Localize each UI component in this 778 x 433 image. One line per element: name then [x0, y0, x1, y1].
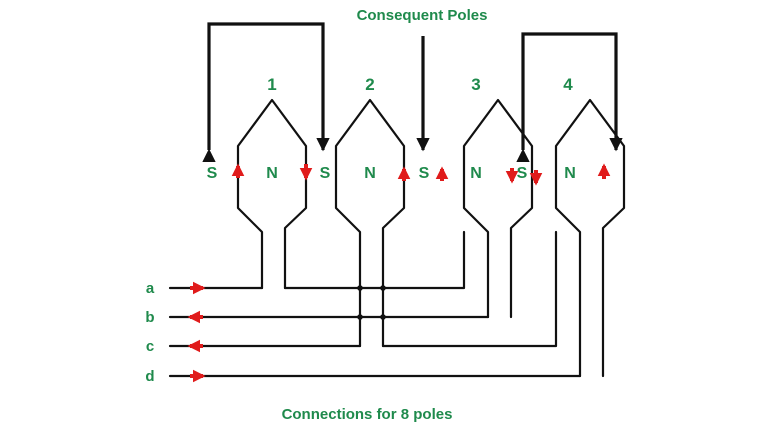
pole-coil-4 [554, 98, 626, 378]
junction-dot [357, 314, 363, 320]
pole-label-s: S [320, 165, 331, 182]
terminal-label-d: d [145, 368, 154, 385]
pole-label-s: S [419, 165, 430, 182]
junction-dots [357, 285, 386, 320]
pole-label-n: N [364, 165, 376, 182]
pole-label-n: N [266, 165, 278, 182]
pole-coil-2 [334, 98, 406, 348]
terminal-label-b: b [145, 309, 154, 326]
coil-number-3: 3 [471, 75, 480, 94]
coil-number-1: 1 [267, 75, 276, 94]
pole-coil-3 [462, 98, 534, 319]
flux-arrow-loop-left [202, 22, 330, 163]
junction-dot [380, 314, 386, 320]
pole-label-n: N [564, 165, 576, 182]
coil-number-2: 2 [365, 75, 374, 94]
junction-dot [380, 285, 386, 291]
connection-wire-2-4 [381, 230, 558, 348]
pole-label-s: S [517, 165, 528, 182]
coil-number-4: 4 [563, 75, 573, 94]
connection-wire-1-3 [283, 230, 466, 290]
diagram-caption: Connections for 8 poles [282, 406, 453, 423]
terminal-label-c: c [146, 338, 154, 355]
pole-label-n: N [470, 165, 482, 182]
pole-coil-1 [236, 98, 308, 290]
junction-dot [357, 285, 363, 291]
diagram-title: Consequent Poles [357, 7, 488, 24]
pole-label-s: S [207, 165, 218, 182]
flux-arrow-loop-right [516, 32, 623, 163]
terminal-label-a: a [146, 280, 155, 297]
current-arrows [187, 163, 611, 383]
